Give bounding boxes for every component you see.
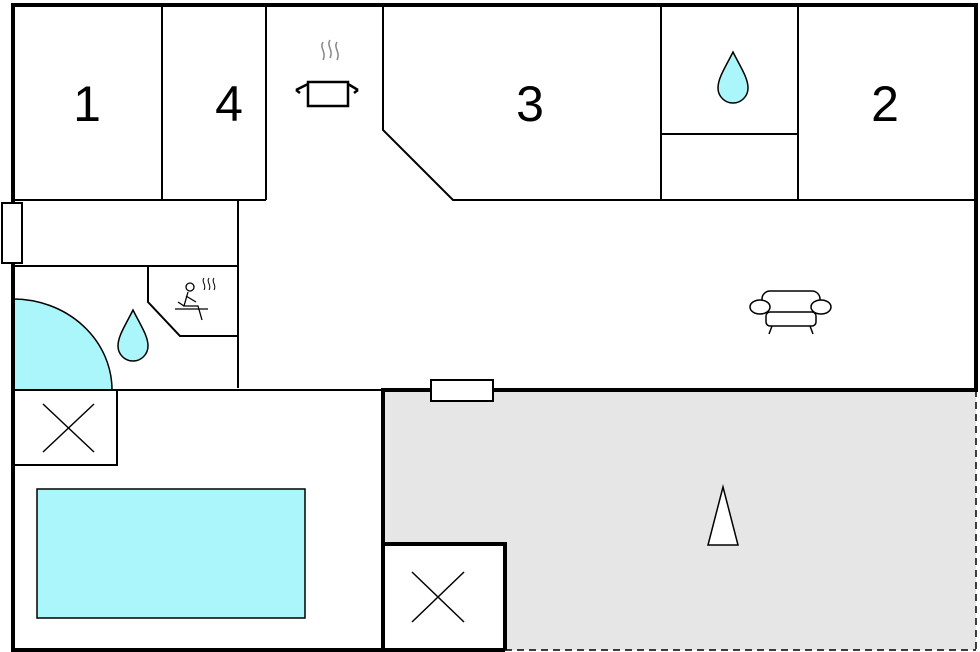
water-drop-icon xyxy=(117,308,149,362)
sauna-icon xyxy=(175,277,216,321)
water-drop-icon xyxy=(717,50,749,104)
pool xyxy=(36,488,306,619)
window-left xyxy=(1,202,23,264)
room-label-3: 3 xyxy=(516,76,544,132)
terrace xyxy=(383,390,977,651)
interior-walls xyxy=(12,5,976,466)
void-cross-icon xyxy=(411,571,465,623)
sofa-icon xyxy=(749,290,832,335)
cooking-pot-icon xyxy=(295,39,359,108)
window-bottom xyxy=(430,379,494,402)
parasol-icon xyxy=(707,484,739,546)
shower-area xyxy=(12,298,113,391)
room-label-2: 2 xyxy=(871,76,899,132)
void-cross-icon xyxy=(42,403,95,453)
room-label-4: 4 xyxy=(215,76,243,132)
room-label-1: 1 xyxy=(73,76,101,132)
